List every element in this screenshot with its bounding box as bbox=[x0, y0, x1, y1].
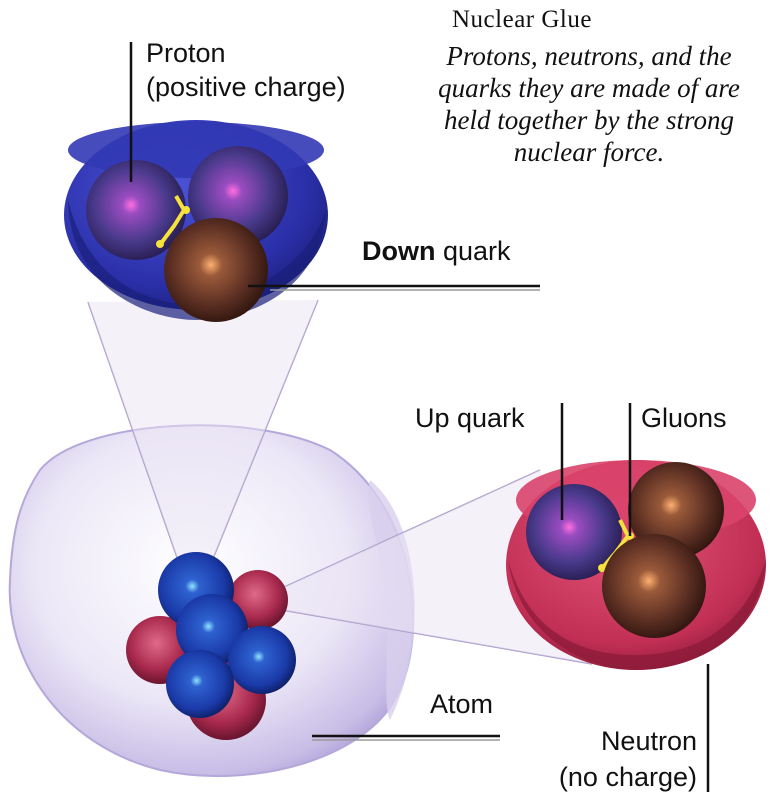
proton-label: Proton (positive charge) bbox=[146, 36, 346, 104]
diagram-caption: Protons, neutrons, and the quarks they a… bbox=[414, 40, 764, 168]
gluons-label: Gluons bbox=[641, 403, 727, 434]
nucleus-proton bbox=[166, 650, 234, 718]
down-quark-label: Down quark bbox=[362, 236, 511, 267]
nucleus-proton bbox=[228, 626, 296, 694]
proton-label-name: Proton bbox=[146, 36, 346, 70]
neutron-label-charge: (no charge) bbox=[531, 759, 697, 795]
down-quark-label-bold: Down bbox=[362, 236, 436, 266]
neutron-label-name: Neutron bbox=[531, 723, 697, 759]
down-quark bbox=[602, 534, 706, 638]
up-quark-label: Up quark bbox=[415, 403, 525, 434]
down-quark-label-rest: quark bbox=[436, 236, 511, 266]
down-quark bbox=[164, 218, 268, 322]
neutron-label: Neutron (no charge) bbox=[531, 723, 697, 795]
diagram-title: Nuclear Glue bbox=[452, 6, 592, 34]
proton-label-charge: (positive charge) bbox=[146, 70, 346, 104]
atom-label: Atom bbox=[430, 689, 493, 720]
